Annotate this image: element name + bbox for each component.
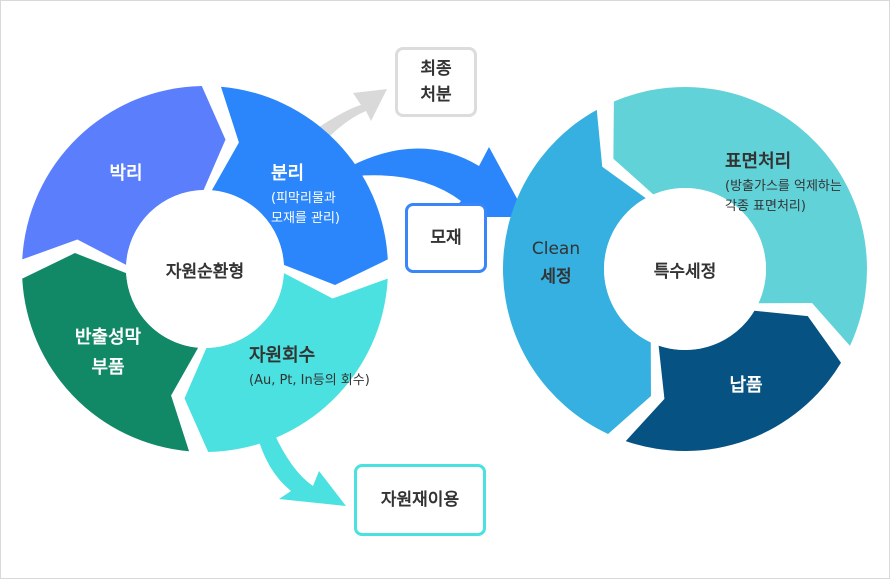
segment-separation-sub1: (피막리물과: [271, 191, 336, 206]
segment-recovery-sub: (Au, Pt, In등의 회수): [249, 373, 370, 388]
final-disposal-line2: 처분: [420, 85, 452, 105]
segment-clean-shape: [502, 109, 651, 434]
segment-clean: Clean 세정: [521, 235, 591, 291]
segment-surface: 표면처리 (방출가스를 억제하는 각종 표면처리): [725, 147, 842, 217]
segment-separation-shape: [211, 86, 388, 285]
segment-clean-line2: 세정: [540, 267, 572, 287]
arrow-to-final-disposal: [313, 89, 387, 143]
segment-outgoing-line1: 반출성막: [74, 327, 142, 348]
resource-reuse-box: 자원재이용: [354, 464, 486, 536]
arrow-to-resource-reuse: [256, 431, 346, 506]
right-center-circle: [604, 188, 766, 350]
segment-delivery-label: 납품: [729, 375, 763, 396]
segment-surface-title: 표면처리: [725, 151, 792, 172]
segment-separation-title: 분리: [271, 163, 305, 184]
segment-surface-sub1: (방출가스를 억제하는: [725, 179, 842, 194]
segment-recovery-title: 자원회수: [249, 345, 316, 366]
segment-clean-line1: Clean: [531, 239, 581, 259]
right-center-label: 특수세정: [653, 262, 717, 282]
left-center-circle: [126, 190, 284, 348]
segment-recovery-shape: [184, 273, 388, 452]
segment-peel-label: 박리: [109, 163, 143, 184]
segment-recovery: 자원회수 (Au, Pt, In등의 회수): [249, 341, 370, 391]
base-material-box: 모재: [405, 203, 487, 273]
resource-reuse-label: 자원재이용: [380, 490, 460, 510]
arrow-to-base-material: [351, 147, 527, 217]
segment-separation: 분리 (피막리물과 모재를 관리): [271, 159, 340, 229]
segment-outgoing-parts: 반출성막 부품: [63, 323, 153, 383]
base-material-label: 모재: [430, 228, 462, 248]
left-center-label: 자원순환형: [165, 262, 245, 282]
segment-surface-sub2: 각종 표면처리): [725, 199, 806, 214]
segment-outgoing-parts-shape: [22, 253, 199, 452]
final-disposal-line1: 최종: [420, 59, 452, 79]
segment-peel: [22, 86, 226, 265]
segment-delivery-shape: [625, 310, 842, 451]
segment-surface-shape: [613, 87, 867, 346]
segment-outgoing-line2: 부품: [91, 357, 125, 378]
segment-separation-sub2: 모재를 관리): [271, 211, 341, 226]
